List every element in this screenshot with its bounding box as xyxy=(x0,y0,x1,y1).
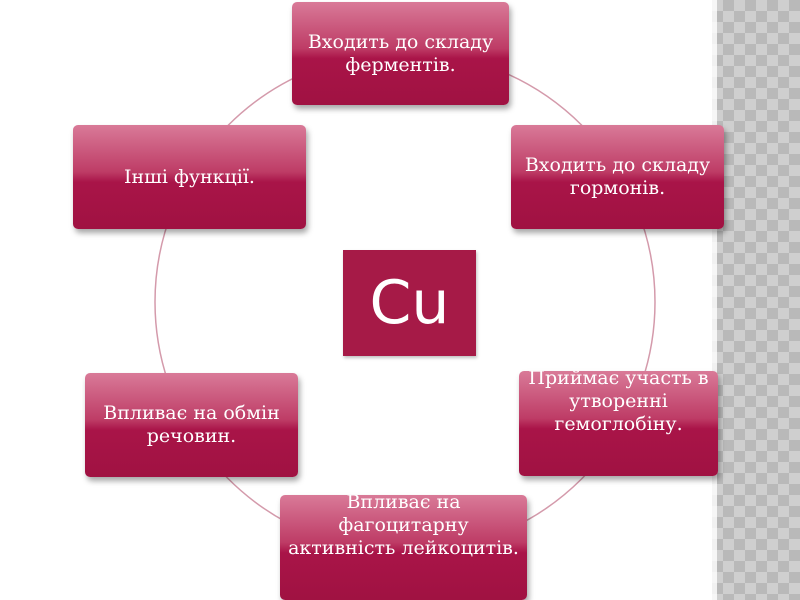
node-right-lower: Приймає участь в утворенні гемоглобіну. xyxy=(519,371,718,476)
decorative-side-pattern xyxy=(712,0,800,600)
center-node: Cu xyxy=(343,250,476,356)
node-top: Входить до складу ферментів. xyxy=(292,2,509,105)
node-top-text: Входить до складу ферментів. xyxy=(307,30,494,76)
node-bottom: Впливає на фагоцитарну активність лейкоц… xyxy=(280,495,527,600)
node-bottom-text: Впливає на фагоцитарну активність лейкоц… xyxy=(288,495,519,559)
node-left-upper-text: Інші функції. xyxy=(124,165,255,188)
center-label: Cu xyxy=(369,268,450,338)
node-left-lower-text: Впливає на обмін речовин. xyxy=(103,402,280,447)
node-left-lower: Впливає на обмін речовин. xyxy=(85,373,298,477)
node-right-upper-text: Входить до складу гормонів. xyxy=(524,154,711,199)
node-right-upper: Входить до складу гормонів. xyxy=(511,125,724,229)
node-left-upper: Інші функції. xyxy=(73,125,306,229)
node-right-lower-text: Приймає участь в утворенні гемоглобіну. xyxy=(528,371,709,435)
